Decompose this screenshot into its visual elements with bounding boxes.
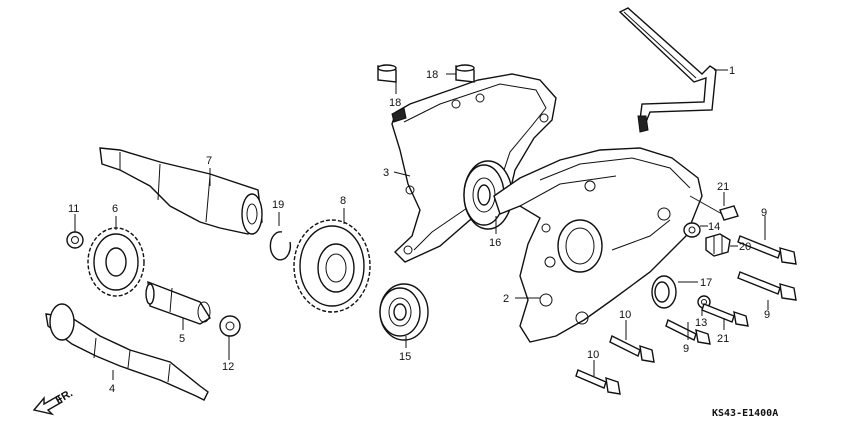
flange-bolt-9-top	[737, 235, 797, 265]
flange-bolt-9-mid	[737, 271, 797, 301]
flange-bolt-10-lower	[575, 369, 621, 395]
oil-seal	[651, 275, 677, 309]
callout-18-right: 18	[426, 69, 438, 81]
callout-4: 4	[109, 383, 115, 395]
callout-21-bottom: 21	[717, 333, 729, 345]
callout-9-mid: 9	[764, 309, 770, 321]
callout-15: 15	[399, 351, 411, 363]
callout-1: 1	[729, 65, 735, 77]
callout-17: 17	[700, 277, 712, 289]
washer-14	[683, 222, 701, 238]
circlip	[269, 231, 292, 261]
dowel-pin-left	[377, 64, 397, 83]
front-direction-arrow: FR.	[32, 387, 75, 416]
callout-5: 5	[179, 333, 185, 345]
counter-gear	[87, 227, 145, 297]
callout-11: 11	[68, 203, 79, 215]
ball-bearing-15	[379, 283, 429, 341]
front-direction-label: FR.	[54, 387, 75, 406]
flange-bolt-21-top	[689, 195, 739, 221]
leader-lines	[74, 69, 769, 380]
callout-14: 14	[708, 221, 720, 233]
callout-7: 7	[206, 155, 212, 167]
callout-13: 13	[695, 317, 707, 329]
callout-2: 2	[503, 293, 509, 305]
callout-10-upper: 10	[619, 309, 631, 321]
callout-16: 16	[489, 237, 501, 249]
counter-shaft	[145, 280, 211, 325]
callout-18-left: 18	[389, 97, 401, 109]
callout-labels: 1 2 3 4 5 6 7 8 9 9 9 10 10 11 12 13 14 …	[68, 65, 770, 395]
thrust-washer-12	[219, 315, 241, 337]
callout-9-top: 9	[761, 207, 767, 219]
callout-9-bottom: 9	[683, 343, 689, 355]
callout-19: 19	[272, 199, 284, 211]
thrust-washer-11	[66, 231, 84, 249]
drive-shaft	[45, 303, 209, 401]
callout-12: 12	[222, 361, 234, 373]
breather-tube	[618, 7, 717, 133]
transmission-cover	[493, 147, 703, 343]
diagram-code: KS43-E1400A	[712, 408, 778, 419]
callout-10-lower: 10	[587, 349, 599, 361]
callout-8: 8	[340, 195, 346, 207]
final-gear	[293, 219, 371, 313]
final-shaft	[99, 147, 263, 235]
callout-3: 3	[383, 167, 389, 179]
dowel-pin-right	[455, 64, 475, 83]
flange-bolt-10-upper	[609, 335, 655, 363]
drain-bolt	[705, 233, 731, 257]
flange-bolt-21-bottom	[701, 303, 749, 327]
callout-6: 6	[112, 203, 118, 215]
callout-21-top: 21	[717, 181, 729, 193]
callout-20: 20	[739, 241, 751, 253]
